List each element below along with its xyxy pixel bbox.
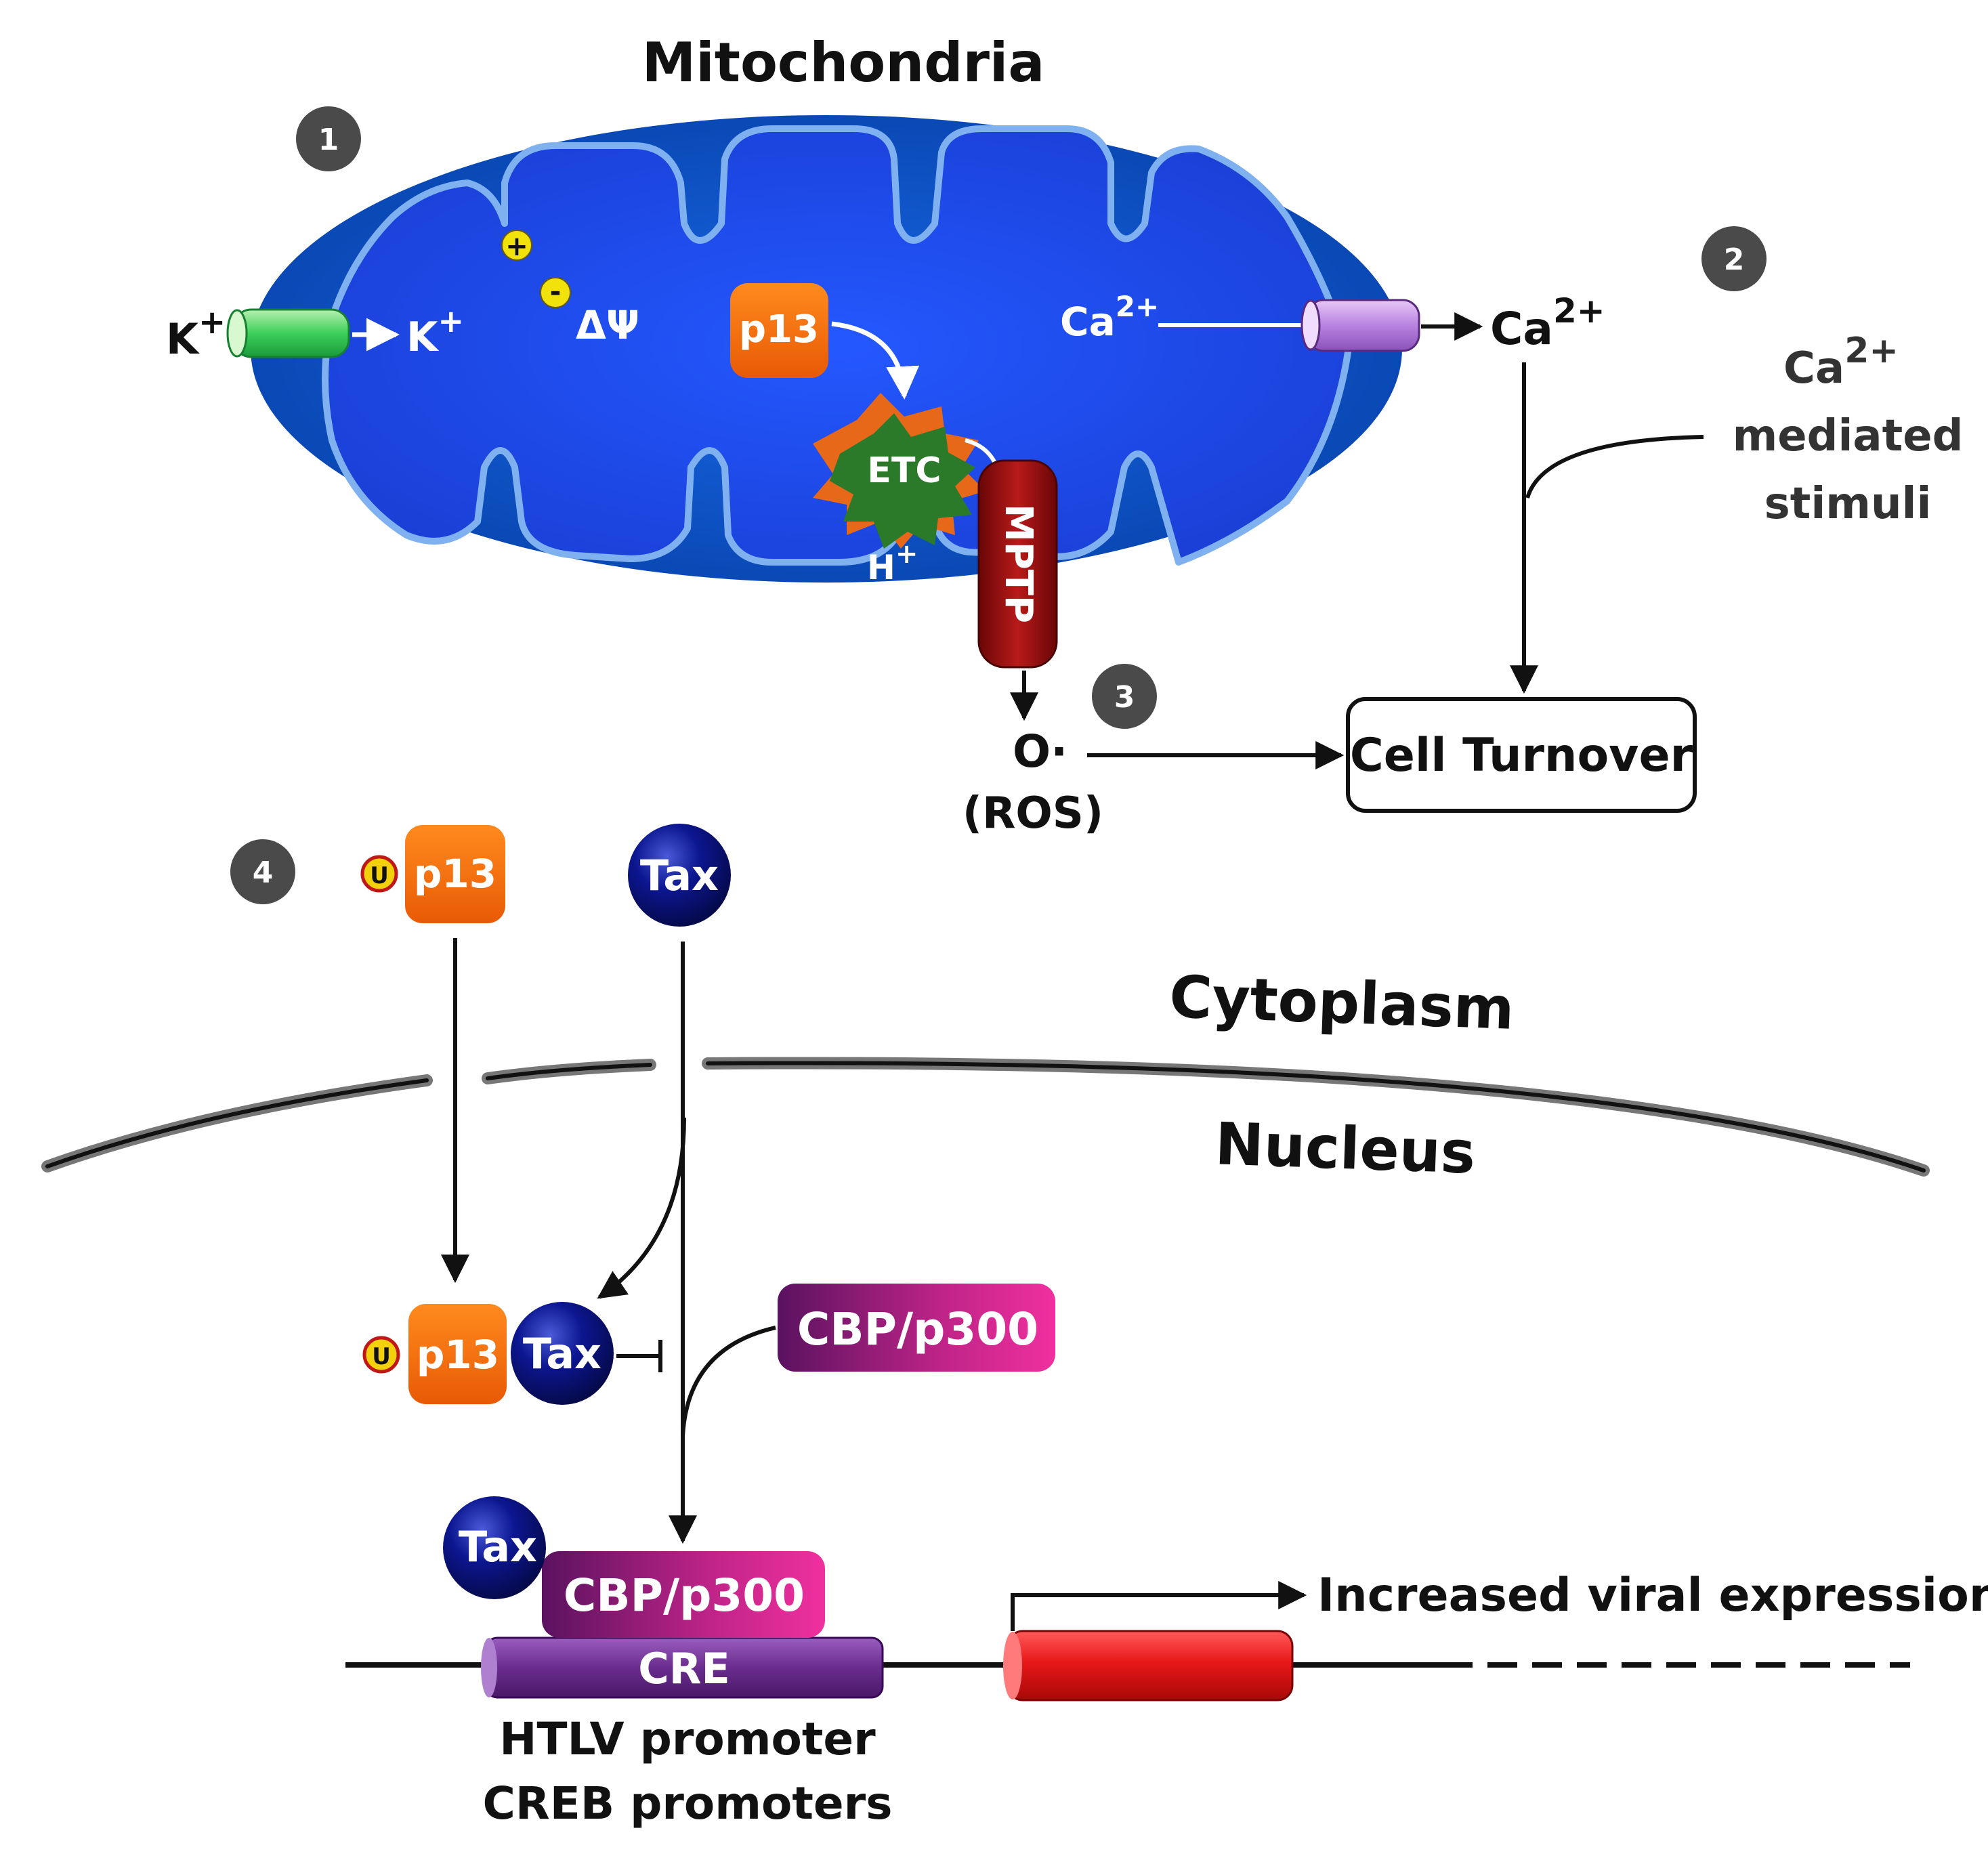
viral-gene: [1003, 1630, 1294, 1702]
ros-symbol: O·: [1013, 725, 1067, 778]
cre-element: CRE: [481, 1636, 884, 1699]
calcium-channel: [1306, 299, 1420, 352]
svg-text:-: -: [550, 276, 562, 308]
step-1-badge: 1: [296, 106, 361, 171]
svg-text:CRE: CRE: [638, 1644, 730, 1693]
ubiquitin-mark-complex: [362, 1336, 400, 1374]
mitochondria-label: Mitochondria: [642, 31, 1045, 94]
calcium-stimuli-line1: Ca2+: [1783, 331, 1899, 394]
proton-label: H+: [867, 538, 918, 587]
svg-text:CBP/p300: CBP/p300: [564, 1569, 805, 1622]
plus-sign: +: [501, 230, 532, 262]
nucleus-label: Nucleus: [1214, 1110, 1477, 1187]
calcium-stimuli-line2: mediated: [1733, 411, 1964, 461]
cytoplasm-label: Cytoplasm: [1168, 963, 1515, 1043]
stimuli-connector: [1525, 435, 1704, 499]
transcription-start-arrow: [1011, 1581, 1307, 1631]
svg-text:p13: p13: [739, 308, 819, 352]
mptp-channel: MPTP: [977, 459, 1058, 669]
step-4-number: 4: [253, 855, 274, 890]
calcium-inside: Ca2+: [1060, 290, 1159, 345]
step-4-badge: 4: [230, 839, 295, 904]
tax-cytoplasm: Tax: [628, 824, 731, 927]
svg-text:+: +: [505, 231, 528, 262]
step-2-badge: 2: [1701, 226, 1767, 291]
svg-text:Tax: Tax: [640, 851, 719, 900]
calcium-cytosol: Ca2+: [1490, 291, 1605, 355]
svg-text:p13: p13: [414, 851, 496, 897]
nuclear-membrane: [41, 1057, 1930, 1177]
p13-tax-complex: p13 U Tax: [362, 1302, 614, 1405]
cbp-p300-bound: CBP/p300: [542, 1551, 825, 1638]
svg-text:CBP/p300: CBP/p300: [797, 1303, 1038, 1355]
p13-to-etc-arrow: [831, 321, 920, 400]
svg-text:MPTP: MPTP: [996, 504, 1040, 623]
step-2-number: 2: [1724, 242, 1745, 277]
minus-sign: -: [540, 276, 571, 308]
cbp-recruitment-curve: [681, 1326, 776, 1437]
svg-text:Tax: Tax: [459, 1522, 537, 1571]
cell-turnover-box: Cell Turnover: [1346, 697, 1697, 813]
k-ion-inside: K+: [406, 303, 464, 361]
tax-to-complex-arrow: [597, 1117, 686, 1299]
ubiquitinated-p13-cytoplasm: p13 U: [360, 825, 505, 923]
calcium-stimuli-line3: stimuli: [1764, 479, 1932, 529]
svg-text:U: U: [370, 862, 389, 889]
ubiquitin-mark: [360, 855, 398, 893]
etc-complex: ETC: [813, 393, 986, 549]
svg-text:p13: p13: [417, 1332, 499, 1378]
promoter-label-line1: HTLV promoter: [499, 1713, 876, 1765]
cbp-p300-free: CBP/p300: [778, 1284, 1055, 1372]
step-3-number: 3: [1114, 680, 1135, 715]
inhibition-bar: [616, 1340, 662, 1372]
svg-text:Cell Turnover: Cell Turnover: [1350, 729, 1693, 782]
step-1-number: 1: [318, 123, 339, 157]
promoter-label-line2: CREB promoters: [482, 1777, 892, 1830]
membrane-potential-label: ΔΨ: [576, 302, 639, 348]
ros-label: (ROS): [963, 788, 1103, 839]
k-channel: [232, 308, 350, 358]
p13-mito: p13: [730, 283, 828, 378]
step-3-badge: 3: [1092, 664, 1157, 729]
svg-text:ETC: ETC: [867, 450, 941, 491]
increased-viral-expression-label: Increased viral expression: [1317, 1569, 1988, 1622]
mitochondrion-cristae: [322, 125, 1351, 566]
tax-bound: Tax: [443, 1496, 546, 1599]
svg-text:U: U: [372, 1343, 391, 1370]
svg-text:Tax: Tax: [523, 1329, 601, 1378]
